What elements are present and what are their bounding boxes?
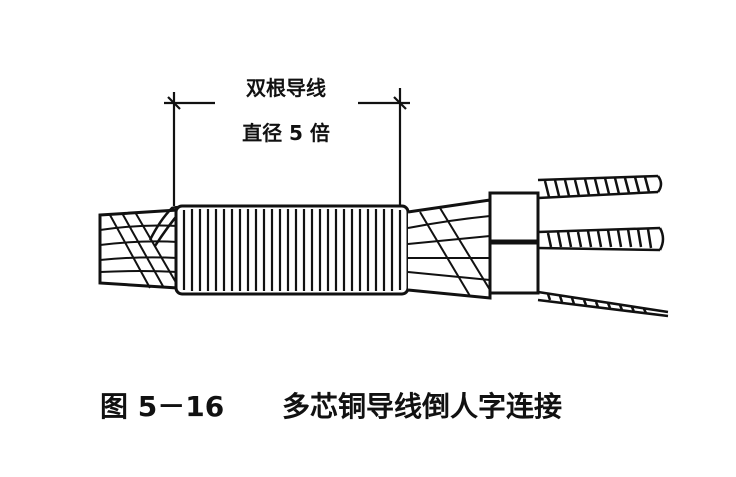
lower-insulated-wire [537, 290, 669, 318]
caption-title: 多芯铜导线倒人字连接 [282, 390, 562, 423]
dimension-lines [164, 88, 410, 206]
middle-insulated-wire [537, 226, 665, 252]
binding-coil [174, 204, 410, 296]
left-stranded-conductor [98, 208, 180, 290]
upper-insulated-wire [537, 174, 663, 200]
dimension-label-line2: 直径 5 倍 [242, 121, 330, 145]
dimension-label-line1: 双根导线 [246, 76, 326, 100]
right-stranded-conductor [407, 198, 492, 300]
insulation-sleeves [488, 191, 540, 295]
caption-number: 图 5－16 [100, 390, 224, 423]
